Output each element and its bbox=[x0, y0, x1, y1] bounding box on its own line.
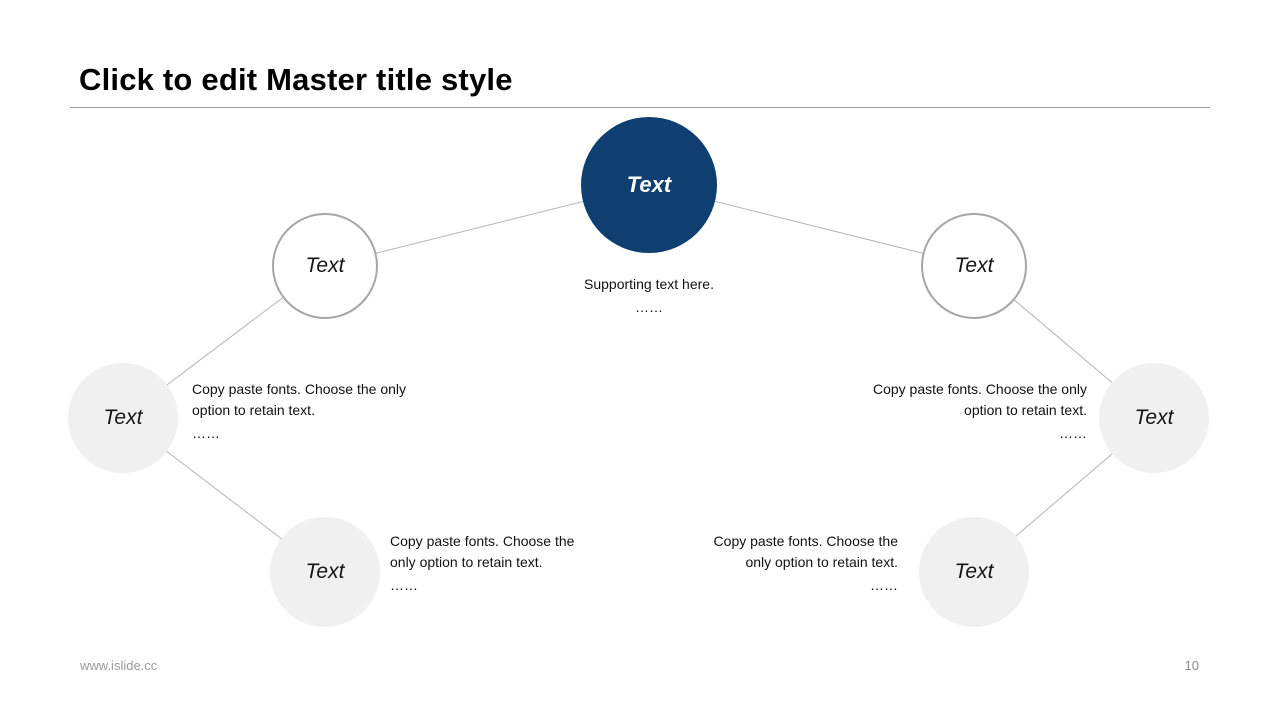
slide-title: Click to edit Master title style bbox=[79, 62, 513, 97]
node-right-bottom-label: Text bbox=[954, 560, 994, 583]
caption-left-mid-ellipsis: …… bbox=[192, 425, 220, 441]
caption-center: Supporting text here. …… bbox=[529, 274, 769, 318]
node-left-upper-circle: Text bbox=[272, 213, 378, 319]
caption-right-mid: Copy paste fonts. Choose the only option… bbox=[855, 379, 1087, 444]
caption-right-bottom: Copy paste fonts. Choose the only option… bbox=[698, 531, 898, 596]
node-right-mid-circle: Text bbox=[1099, 363, 1209, 473]
title-divider bbox=[70, 107, 1210, 108]
footer-page-number: 10 bbox=[1184, 658, 1199, 673]
caption-right-mid-ellipsis: …… bbox=[1059, 425, 1087, 441]
node-right-upper-label: Text bbox=[954, 254, 994, 277]
caption-center-ellipsis: …… bbox=[635, 299, 663, 315]
node-left-bottom-label: Text bbox=[305, 560, 345, 583]
caption-right-bottom-text: Copy paste fonts. Choose the only option… bbox=[713, 533, 898, 570]
caption-left-bottom-ellipsis: …… bbox=[390, 577, 418, 593]
node-left-bottom-circle: Text bbox=[270, 517, 380, 627]
node-left-mid-circle: Text bbox=[68, 363, 178, 473]
node-top-circle: Text bbox=[581, 117, 717, 253]
caption-left-bottom: Copy paste fonts. Choose the only option… bbox=[390, 531, 590, 596]
node-top-label: Text bbox=[626, 172, 672, 197]
caption-right-mid-text: Copy paste fonts. Choose the only option… bbox=[872, 381, 1087, 418]
node-right-bottom-circle: Text bbox=[919, 517, 1029, 627]
caption-left-bottom-text: Copy paste fonts. Choose the only option… bbox=[390, 533, 575, 570]
node-left-upper-label: Text bbox=[305, 254, 345, 277]
node-right-upper-circle: Text bbox=[921, 213, 1027, 319]
caption-left-mid-text: Copy paste fonts. Choose the only option… bbox=[192, 381, 407, 418]
caption-right-bottom-ellipsis: …… bbox=[870, 577, 898, 593]
node-right-mid-label: Text bbox=[1134, 406, 1174, 429]
node-left-mid-label: Text bbox=[103, 406, 143, 429]
footer-website: www.islide.cc bbox=[80, 658, 158, 673]
caption-left-mid: Copy paste fonts. Choose the only option… bbox=[192, 379, 424, 444]
caption-center-text: Supporting text here. bbox=[584, 276, 714, 292]
